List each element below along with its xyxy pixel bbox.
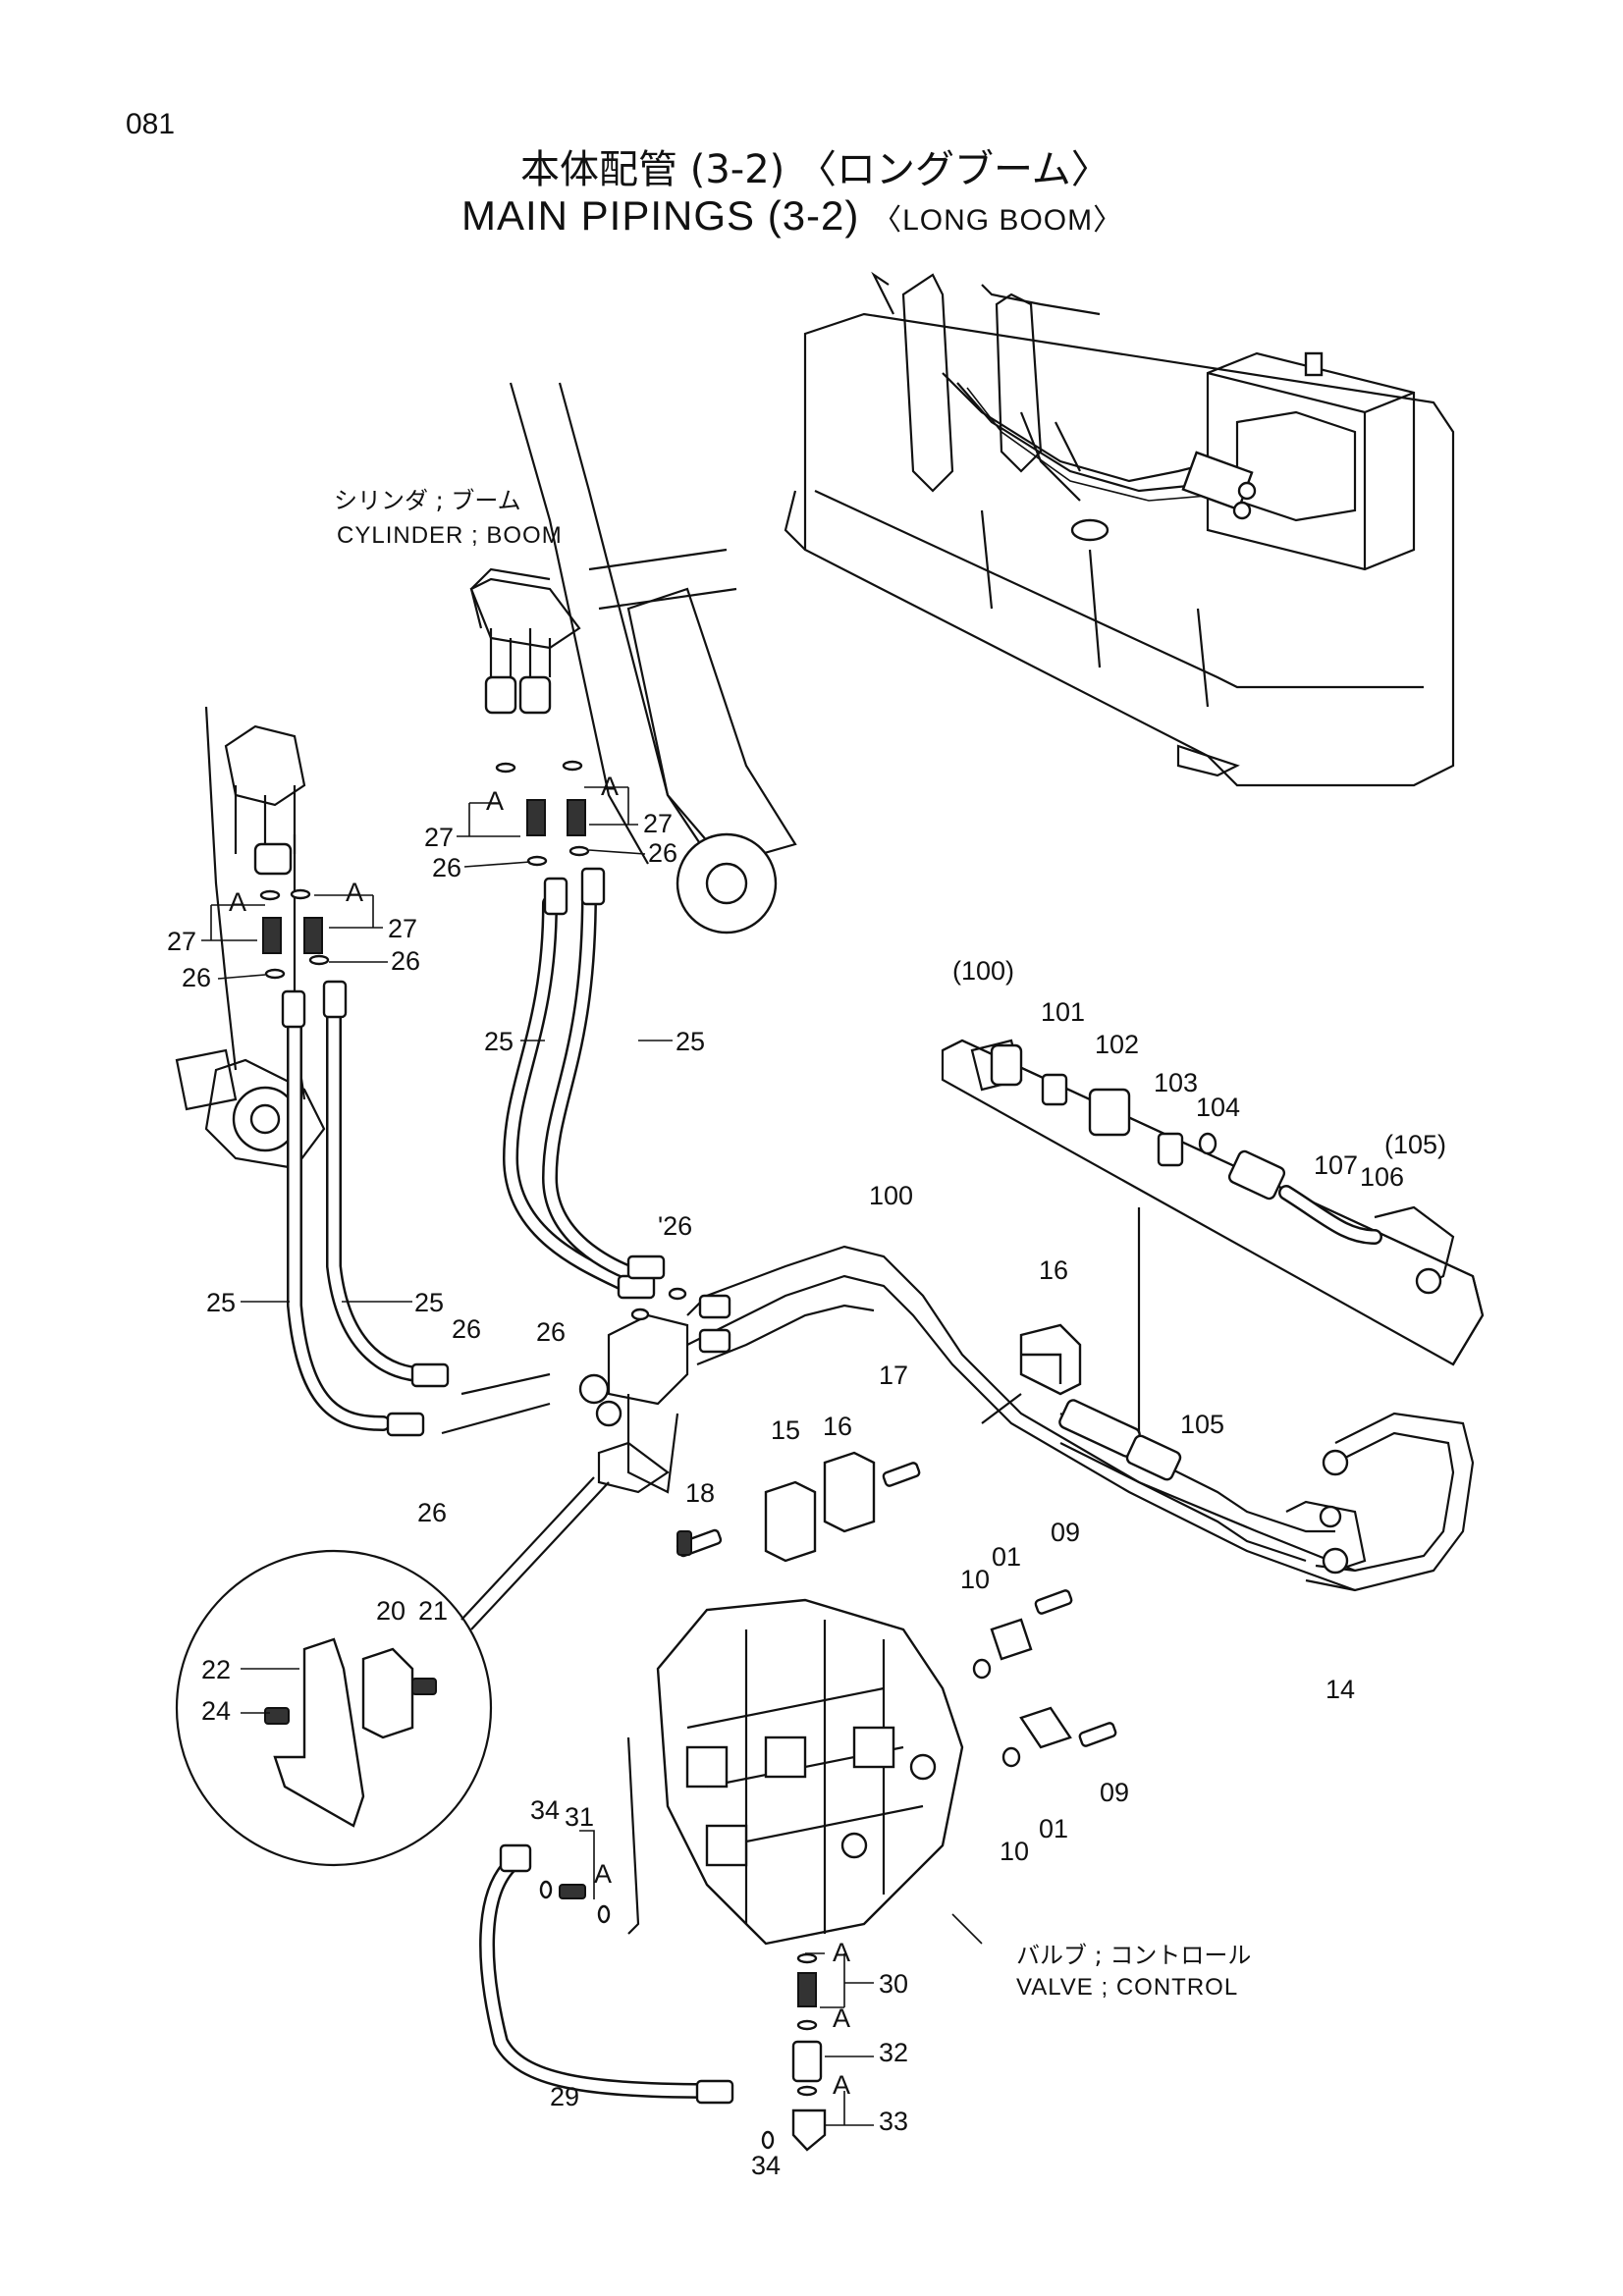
label-valve-control-en: VALVE ; CONTROL <box>1016 1974 1238 2001</box>
callout-26: 26 <box>182 963 211 992</box>
callout-24: 24 <box>201 1696 231 1726</box>
callout-31: 31 <box>565 1802 594 1832</box>
callout-34: 34 <box>751 2151 781 2180</box>
callout-a: A <box>601 772 619 801</box>
callout-16: 16 <box>823 1412 852 1441</box>
callout-102: 102 <box>1095 1030 1139 1059</box>
callout-26: 26 <box>391 946 420 976</box>
callout-15: 15 <box>771 1415 800 1445</box>
callout-a: A <box>594 1859 612 1889</box>
callout-a: A <box>229 887 246 917</box>
callout-105-ref: (105) <box>1384 1130 1446 1159</box>
control-valve-drawing <box>626 1598 964 1946</box>
callout-a: A <box>833 1938 850 1967</box>
callout-27: 27 <box>643 809 673 838</box>
callout-10: 10 <box>1000 1837 1029 1866</box>
callout-26: 26 <box>648 838 677 868</box>
callout-106: 106 <box>1360 1162 1404 1192</box>
callout-100: 100 <box>869 1181 913 1210</box>
page-title-sub: 〈LONG BOOM〉 <box>872 204 1124 237</box>
callout-27: 27 <box>424 823 454 852</box>
page-title-main: MAIN PIPINGS (3-2) <box>461 192 860 239</box>
callout-30: 30 <box>879 1969 908 1999</box>
callout-101: 101 <box>1041 997 1085 1027</box>
flange-parts <box>972 1589 1117 1768</box>
clamp-parts <box>676 1323 1082 1563</box>
callout-a: A <box>346 878 363 907</box>
circle-detail-inset <box>175 1476 610 1867</box>
callout-103: 103 <box>1154 1068 1198 1097</box>
callout-a: A <box>486 786 504 816</box>
tubes-105-14 <box>1058 1399 1475 1592</box>
callout-17: 17 <box>879 1361 908 1390</box>
callout-105: 105 <box>1180 1410 1224 1439</box>
callout-25: 25 <box>484 1027 514 1056</box>
callout-27: 27 <box>167 927 196 956</box>
label-valve-control-ja: バルブ ; コントロール <box>1016 1942 1251 1969</box>
callout-104: 104 <box>1196 1093 1240 1122</box>
callout-26: 26 <box>417 1498 447 1527</box>
page-number: 081 <box>126 108 176 140</box>
callout-27: 27 <box>388 914 417 943</box>
callout-107: 107 <box>1314 1150 1358 1180</box>
boom-cylinder-drawing <box>469 382 797 934</box>
callout-33: 33 <box>879 2107 908 2136</box>
callout-labels: シリンダ ; ブーム CYLINDER ; BOOM バルブ ; コントロール … <box>167 487 1446 2180</box>
callout-25: 25 <box>676 1027 705 1056</box>
callout-29: 29 <box>550 2082 579 2111</box>
leader-lines <box>201 786 983 2126</box>
callout-32: 32 <box>879 2038 908 2067</box>
callout-10: 10 <box>960 1565 990 1594</box>
callout-09: 09 <box>1051 1518 1080 1547</box>
callout-18: 18 <box>685 1478 715 1508</box>
machine-upper-structure-drawing <box>784 271 1455 787</box>
callout-09: 09 <box>1100 1778 1129 1807</box>
cylinder-fittings <box>259 760 590 980</box>
callout-26: 26 <box>536 1317 566 1347</box>
callout-01: 01 <box>992 1542 1021 1572</box>
callout-a: A <box>833 2070 850 2100</box>
callout-34: 34 <box>530 1795 560 1825</box>
callout-21: 21 <box>418 1596 448 1626</box>
label-cylinder-boom-ja: シリンダ ; ブーム <box>334 487 521 514</box>
callout-100-ref: (100) <box>952 956 1014 986</box>
callout-16: 16 <box>1039 1255 1068 1285</box>
page-title-english: MAIN PIPINGS (3-2) 〈LONG BOOM〉 <box>461 192 1123 240</box>
callout-26: '26 <box>658 1211 692 1241</box>
callout-22: 22 <box>201 1655 231 1684</box>
callout-20: 20 <box>376 1596 406 1626</box>
inset-detail-panel <box>941 1039 1485 1433</box>
callout-26: 26 <box>432 853 461 882</box>
hoses-25 <box>281 867 666 1437</box>
callout-25: 25 <box>206 1288 236 1317</box>
label-cylinder-boom-en: CYLINDER ; BOOM <box>337 522 563 549</box>
callout-a: A <box>833 2003 850 2033</box>
callout-01: 01 <box>1039 1814 1068 1843</box>
pipe-block-and-tubes <box>441 1245 1356 1592</box>
callout-26: 26 <box>452 1314 481 1344</box>
callout-25: 25 <box>414 1288 444 1317</box>
callout-14: 14 <box>1325 1675 1355 1704</box>
bottom-fittings <box>479 1843 827 2152</box>
page-title-japanese: 本体配管 (3-2) 〈ロングブーム〉 <box>520 147 1110 192</box>
